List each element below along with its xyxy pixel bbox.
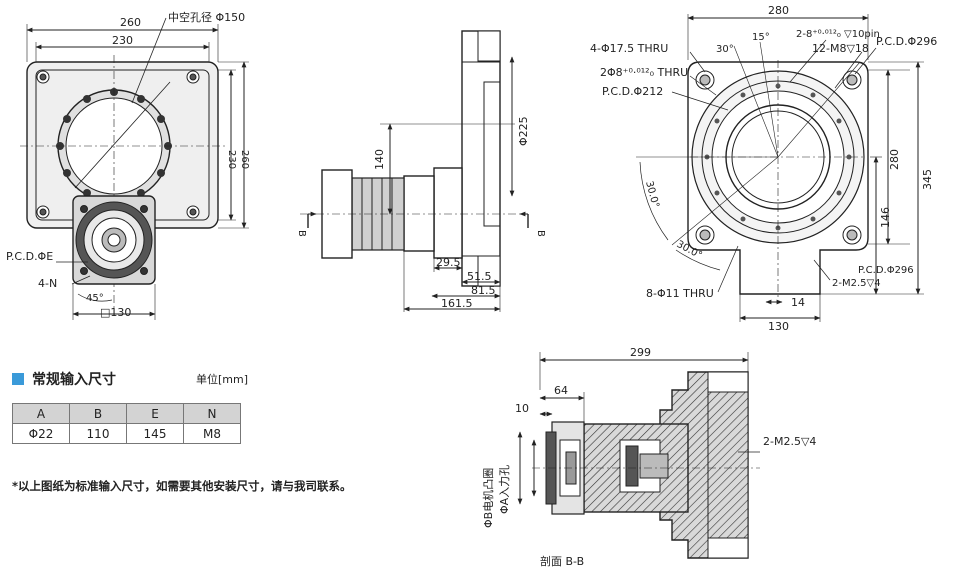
thru-17-5-label: 4-Φ17.5 THRU (590, 42, 668, 55)
dim-230: 230 (112, 34, 133, 47)
motor-boss-label: ΦB电机凸圈 (481, 468, 495, 528)
side-view (300, 30, 529, 312)
dim-square-130: □130 (100, 306, 131, 319)
dim-29-5: 29.5 (436, 256, 461, 269)
pin-label: 2-8⁺⁰·⁰¹²₀ ▽10pin (796, 29, 880, 40)
m2-5-tap-section: 2-M2.5▽4 (763, 435, 816, 448)
header-cell: N (183, 403, 241, 424)
n-bolt-label: 4-N (38, 277, 57, 290)
dim-345: 345 (921, 169, 934, 190)
m8-tap-label: 12-M8▽18 (812, 42, 869, 55)
dim-10: 10 (515, 402, 529, 415)
phi8-thru-label: 2Φ8⁺⁰·⁰¹²₀ THRU (600, 66, 688, 79)
hollow-diameter-label: 中空孔径 Φ150 (168, 10, 245, 24)
front-view (20, 17, 249, 320)
dim-14: 14 (791, 296, 805, 309)
pcd-296-top: P.C.D.Φ296 (876, 35, 937, 48)
pcd-212-label: P.C.D.Φ212 (602, 85, 663, 98)
unit-label: 单位[mm] (196, 373, 249, 386)
dim-51-5: 51.5 (467, 270, 492, 283)
dim-280-side: 280 (888, 149, 901, 170)
pcd-296-bottom: P.C.D.Φ296 (858, 265, 914, 276)
section-caption: 剖面 B-B (540, 554, 584, 568)
thru-11-label: 8-Φ11 THRU (646, 287, 714, 300)
m2-5-tap-right: 2-M2.5▽4 (832, 278, 881, 289)
rear-view (636, 14, 924, 322)
angle-30-top: 30° (716, 44, 734, 55)
dim-81-5: 81.5 (471, 284, 496, 297)
spec-table-title: 常规输入尺寸 (12, 369, 116, 389)
dim-side-230: 230 (226, 150, 237, 169)
dim-146: 146 (879, 207, 892, 228)
dim-140: 140 (373, 149, 386, 170)
dim-side-260: 260 (239, 150, 250, 169)
section-mark-left: B (296, 230, 307, 237)
section-view (517, 352, 760, 559)
section-mark-right: B (535, 230, 546, 237)
dim-299: 299 (630, 346, 651, 359)
table-cell: Φ22 (12, 423, 70, 444)
pcd-e-label: P.C.D.ΦE (6, 250, 53, 263)
dim-161-5: 161.5 (441, 297, 473, 310)
angle-30-a: 30.0° (643, 180, 661, 209)
footnote: *以上图纸为标准输入尺寸，如需要其他安装尺寸，请与我司联系。 (12, 479, 352, 493)
dim-phi225: Φ225 (517, 116, 530, 146)
input-bore-label: ΦA入力孔 (498, 465, 511, 514)
table-cell: M8 (183, 423, 241, 444)
table-cell: 110 (69, 423, 127, 444)
header-cell: B (69, 403, 127, 424)
table-cell: 145 (126, 423, 184, 444)
header-cell: E (126, 403, 184, 424)
title-marker-icon (12, 373, 24, 385)
angle-45: 45° (86, 293, 104, 304)
dim-64: 64 (554, 384, 568, 397)
angle-15: 15° (752, 32, 770, 43)
input-dimension-table: A B E N Φ22 110 145 M8 (12, 403, 241, 444)
table-row: Φ22 110 145 M8 (12, 423, 241, 444)
header-cell: A (12, 403, 70, 424)
dim-280-top: 280 (768, 4, 789, 17)
table-header-row: A B E N (12, 403, 241, 424)
dim-260: 260 (120, 16, 141, 29)
dim-130-bottom: 130 (768, 320, 789, 333)
spec-table-title-text: 常规输入尺寸 (32, 372, 116, 388)
